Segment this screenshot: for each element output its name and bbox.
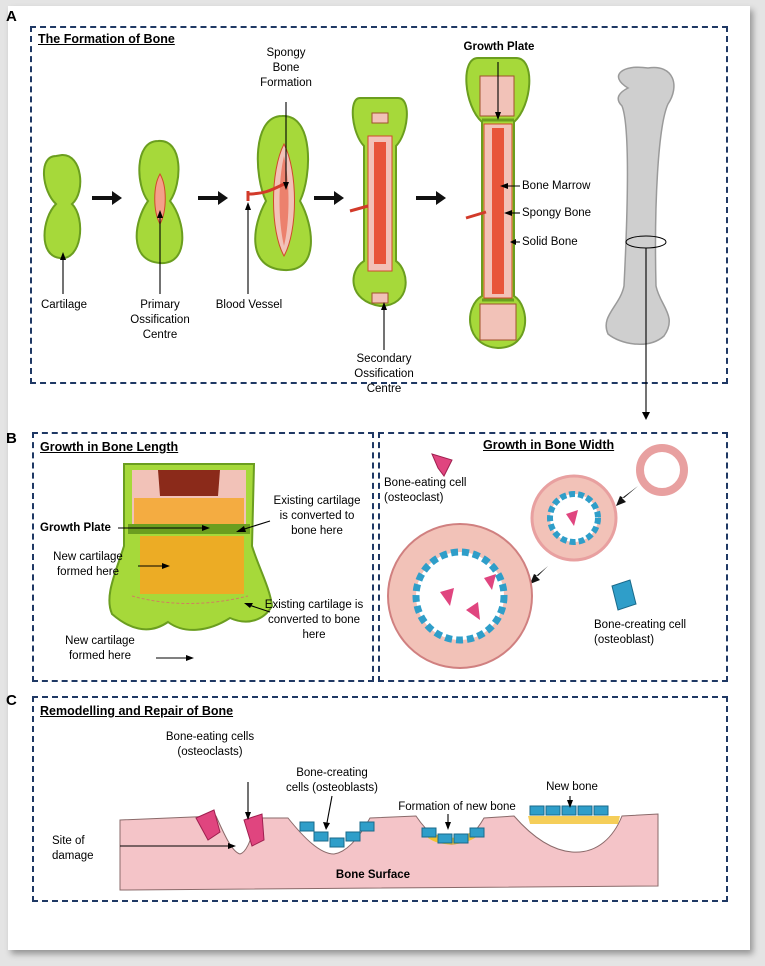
label-existing-top-2: is converted to xyxy=(279,510,355,522)
label-eating-cell-1: Bone-eating cell xyxy=(384,477,467,489)
panel-a-title: The Formation of Bone xyxy=(38,32,175,46)
panel-a-letter: A xyxy=(6,8,17,25)
label-new-bone: New bone xyxy=(546,781,598,793)
label-blood-vessel: Blood Vessel xyxy=(215,299,283,311)
label-spongy-formation-3: Formation xyxy=(260,77,312,89)
label-bone-marrow: Bone Marrow xyxy=(522,180,591,192)
cartilage-stage-1 xyxy=(42,153,82,260)
small-bone-ring xyxy=(636,444,688,496)
label-primary-1: Primary xyxy=(140,299,180,311)
label-secondary-1: Secondary xyxy=(356,353,412,365)
osteoblast-icon xyxy=(611,579,637,611)
label-growth-plate-a: Growth Plate xyxy=(463,41,535,53)
arrow-icon-2 xyxy=(530,566,548,584)
panel-b-width-title: Growth in Bone Width xyxy=(483,438,615,452)
osteoclast-icon xyxy=(431,453,453,477)
panel-b-width xyxy=(378,432,728,682)
label-new-bot-2: formed here xyxy=(68,650,131,662)
label-new-bot-1: New cartilage xyxy=(65,635,135,647)
right-arrow-icon xyxy=(198,191,228,205)
arrow-icon-1 xyxy=(616,486,638,506)
panel-b-length xyxy=(32,432,374,682)
panel-c-letter: C xyxy=(6,692,17,709)
panel-a-drawings xyxy=(42,57,675,420)
panel-b-letter: B xyxy=(6,430,17,447)
label-osteoclasts-1: Bone-eating cells xyxy=(165,731,255,743)
label-bone-surface: Bone Surface xyxy=(335,869,411,881)
label-eating-cell-2: (osteoclast) xyxy=(384,492,444,504)
right-arrow-icon xyxy=(92,191,122,205)
label-formation-new-bone: Formation of new bone xyxy=(398,801,516,813)
label-spongy-formation-2: Bone xyxy=(272,62,300,74)
label-spongy-bone: Spongy Bone xyxy=(522,207,592,219)
panel-a xyxy=(30,26,728,384)
osteoblast-row-3 xyxy=(529,805,609,816)
label-spongy-formation-1: Spongy xyxy=(266,47,306,59)
label-existing-bot-3: here xyxy=(302,629,326,641)
osteoclast-icon xyxy=(195,809,221,841)
panel-c-drawings xyxy=(119,782,659,891)
label-existing-bot-1: Existing cartilage is xyxy=(264,599,364,611)
right-arrow-icon xyxy=(416,191,446,205)
panel-c-title: Remodelling and Repair of Bone xyxy=(40,704,234,718)
label-secondary-2: Ossification xyxy=(354,368,414,380)
label-existing-top-3: bone here xyxy=(291,525,343,537)
label-site-damage-1: Site of xyxy=(52,835,85,847)
label-new-mid-1: New cartilage xyxy=(53,551,123,563)
blood-vessel xyxy=(247,182,285,196)
panel-c xyxy=(32,696,728,902)
label-new-mid-2: formed here xyxy=(56,566,119,578)
femur-bone-image xyxy=(605,66,675,345)
osteoblast-row-2 xyxy=(421,827,485,844)
label-cartilage: Cartilage xyxy=(40,299,88,311)
label-secondary-3: Centre xyxy=(366,383,402,395)
label-osteoclasts-2: (osteoclasts) xyxy=(177,746,243,758)
panel-b-drawings xyxy=(108,444,688,669)
label-creating-cell-2: (osteoblast) xyxy=(594,634,655,646)
label-osteoblasts-2: cells (osteoblasts) xyxy=(285,782,379,794)
label-growth-plate-b: Growth Plate xyxy=(40,522,111,534)
label-solid-bone: Solid Bone xyxy=(522,236,578,248)
figure-page: A The Formation of Bone xyxy=(6,6,750,950)
right-arrow-icon xyxy=(314,191,344,205)
panel-b-length-title: Growth in Bone Length xyxy=(40,440,179,454)
label-existing-top-1: Existing cartilage xyxy=(273,495,361,507)
label-primary-2: Ossification xyxy=(130,314,190,326)
label-site-damage-2: damage xyxy=(52,850,94,862)
osteoblast-row-1 xyxy=(299,821,375,848)
osteoclast-icon xyxy=(243,813,265,847)
label-primary-3: Centre xyxy=(142,329,178,341)
label-creating-cell-1: Bone-creating cell xyxy=(594,619,687,631)
label-existing-bot-2: converted to bone xyxy=(267,614,361,626)
label-osteoblasts-1: Bone-creating xyxy=(296,767,368,779)
